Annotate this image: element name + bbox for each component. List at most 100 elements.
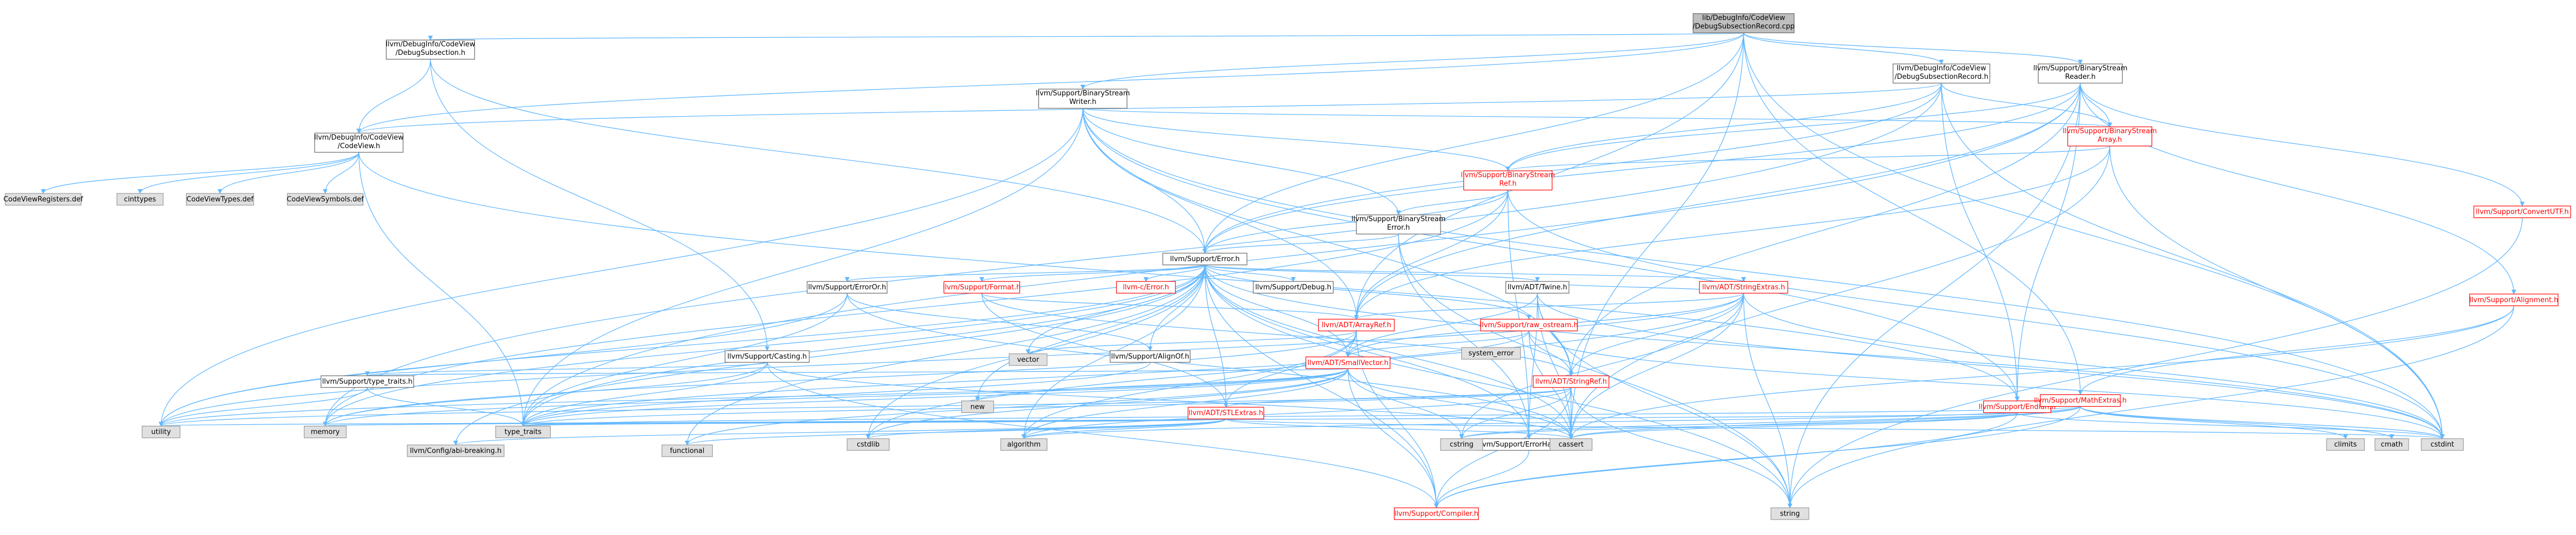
node-box-typetraits [320, 375, 414, 388]
node-label-cstdint-0: cstdint [2430, 441, 2454, 449]
node-label-bswriter-0: llvm/Support/BinaryStream [1036, 90, 1130, 98]
node-compiler[interactable]: llvm/Support/Compiler.h [1394, 507, 1479, 520]
node-label-type_traits-0: type_traits [504, 428, 542, 436]
edge-dbgsub-to-error [430, 59, 1207, 254]
node-dbgsubrec[interactable]: llvm/DebugInfo/CodeView/DebugSubsectionR… [1893, 63, 1991, 84]
edge-smallvector-to-functional [685, 368, 1349, 445]
edge-alignof-to-type_traits [520, 362, 1151, 427]
node-codeview[interactable]: llvm/DebugInfo/CodeView/CodeView.h [314, 133, 404, 153]
edge-erroror-to-utility [158, 293, 848, 427]
edge-casting-to-compiler [767, 362, 1439, 508]
node-label-cassert-0: cassert [1558, 441, 1583, 449]
edge-bswriter-to-endian [1082, 108, 2020, 402]
node-label-mathextras-0: llvm/Support/MathExtras.h [2034, 397, 2127, 405]
edge-root-to-error [1202, 33, 1744, 254]
node-box-error [1162, 253, 1247, 265]
node-box-twine [1505, 281, 1569, 294]
node-cstdlib: cstdlib [847, 438, 890, 451]
node-dbgsub[interactable]: llvm/DebugInfo/CodeView/DebugSubsection.… [385, 39, 476, 60]
node-label-bsarray-1: Array.h [2098, 136, 2122, 144]
node-climits: climits [2326, 438, 2365, 451]
dependency-edges [41, 32, 2525, 508]
edge-dbgsubrec-to-bsarray [1941, 83, 2112, 127]
node-box-mathextras [2040, 394, 2121, 407]
edge-endian-to-cassert [1568, 412, 2018, 440]
edge-erroror-to-type_traits [520, 293, 848, 427]
node-label-cinttypes-0: cinttypes [124, 196, 156, 204]
edge-stringref-to-string [1571, 387, 1793, 508]
node-label-bswriter-1: Writer.h [1069, 98, 1097, 106]
edge-bswriter-to-cstdint [1082, 108, 2445, 440]
node-alignof[interactable]: llvm/Support/AlignOf.h [1109, 350, 1191, 363]
node-label-bsreader-0: llvm/Support/BinaryStream [2033, 64, 2128, 72]
edge-root-to-cassert [1568, 33, 1744, 440]
node-cfgabi: llvm/Config/abi-breaking.h [407, 444, 505, 457]
node-box-smallvector [1305, 356, 1391, 369]
node-box-root [1693, 13, 1794, 34]
node-systemerror: system_error [1461, 347, 1521, 360]
node-box-bserror [1356, 214, 1441, 234]
edge-error-to-cerror [1144, 264, 1205, 282]
node-label-bsref-0: llvm/Support/BinaryStream [1461, 172, 1555, 180]
edge-bserror-to-error [1202, 233, 1399, 254]
node-format[interactable]: llvm/Support/Format.h [943, 281, 1021, 294]
edge-stringextras-to-stringref [1568, 293, 1744, 377]
node-typetraits[interactable]: llvm/Support/type_traits.h [320, 375, 414, 388]
node-box-cstring [1440, 438, 1483, 451]
node-rawostream[interactable]: llvm/Support/raw_ostream.h [1480, 319, 1578, 331]
node-alignment[interactable]: llvm/Support/Alignment.h [2469, 294, 2558, 306]
node-stlextras[interactable]: llvm/ADT/STLExtras.h [1187, 407, 1265, 419]
node-label-compiler-0: llvm/Support/Compiler.h [1395, 510, 1478, 518]
edge-smallvector-to-type_traits [520, 368, 1349, 427]
edge-codeview-to-type_traits [358, 152, 526, 427]
node-label-bserror-0: llvm/Support/BinaryStream [1351, 215, 1446, 223]
node-box-functional [662, 444, 713, 457]
edge-smallvector-to-new [975, 368, 1349, 402]
node-label-format-0: llvm/Support/Format.h [943, 283, 1021, 291]
edge-error-to-string [1204, 265, 1792, 508]
edge-errhandling-to-compiler [1434, 450, 1529, 508]
node-casting[interactable]: llvm/Support/Casting.h [724, 350, 810, 363]
edge-stringref-to-utility [159, 387, 1572, 427]
node-box-bsarray [2067, 126, 2153, 147]
node-label-error-0: llvm/Support/Error.h [1170, 255, 1240, 263]
node-mathextras[interactable]: llvm/Support/MathExtras.h [2034, 394, 2127, 407]
node-debug[interactable]: llvm/Support/Debug.h [1253, 281, 1334, 294]
node-box-algorithm [1000, 438, 1048, 451]
node-label-cvtypes-0: CodeViewTypes.def [187, 196, 254, 204]
node-label-dbgsubrec-0: llvm/DebugInfo/CodeView [1897, 64, 1986, 72]
node-converttf[interactable]: llvm/Support/ConvertUTF.h [2473, 206, 2571, 218]
edge-rawostream-to-cstdint [1528, 330, 2445, 440]
node-cerror[interactable]: llvm-c/Error.h [1116, 281, 1176, 294]
node-string: string [1770, 507, 1809, 520]
edge-bsreader-to-bsarray [2080, 83, 2113, 127]
edge-error-to-vector [1025, 265, 1205, 354]
node-arrayref[interactable]: llvm/ADT/ArrayRef.h [1318, 319, 1395, 331]
node-label-rawostream-0: llvm/Support/raw_ostream.h [1480, 321, 1578, 329]
edge-mathextras-to-cmath [2080, 406, 2394, 440]
node-box-stringextras [1699, 281, 1789, 294]
node-error[interactable]: llvm/Support/Error.h [1162, 253, 1247, 265]
edge-alignment-to-mathextras [2078, 305, 2515, 395]
edge-bsarray-to-cassert [1568, 145, 2111, 440]
node-endian[interactable]: llvm/Support/Endian.h [1978, 400, 2056, 414]
node-label-cvregs-0: CodeViewRegisters.def [3, 196, 83, 204]
node-label-bserror-1: Error.h [1387, 224, 1410, 232]
node-smallvector[interactable]: llvm/ADT/SmallVector.h [1305, 356, 1391, 369]
node-algorithm: algorithm [1000, 438, 1048, 451]
node-label-erroror-0: llvm/Support/ErrorOr.h [808, 283, 886, 291]
edge-bswriter-to-bserror [1082, 108, 1401, 216]
edge-rawostream-to-smallvector [1346, 330, 1529, 358]
node-label-cstdlib-0: cstdlib [857, 441, 880, 449]
node-erroror[interactable]: llvm/Support/ErrorOr.h [807, 281, 888, 294]
node-twine[interactable]: llvm/ADT/Twine.h [1505, 281, 1569, 294]
node-stringextras[interactable]: llvm/ADT/StringExtras.h [1699, 281, 1789, 294]
node-stringref[interactable]: llvm/ADT/StringRef.h [1533, 375, 1609, 388]
node-root[interactable]: lib/DebugInfo/CodeView/DebugSubsectionRe… [1693, 13, 1794, 34]
